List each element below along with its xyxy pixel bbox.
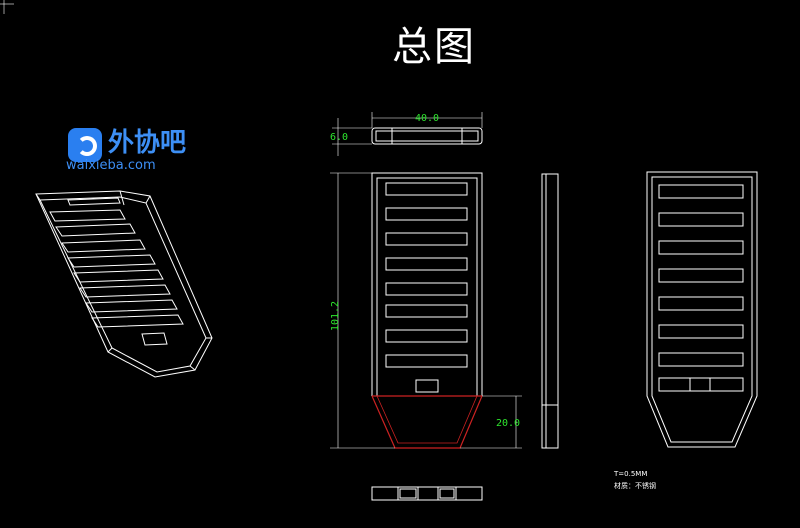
logo-icon (68, 128, 102, 162)
dimension-lines (330, 112, 522, 449)
logo-url: waixieba.com (66, 158, 156, 173)
corner-marker (0, 0, 14, 14)
note-thickness: T=0.5MM (613, 470, 647, 478)
back-view (646, 171, 758, 448)
top-view (371, 127, 483, 145)
bottom-view (371, 486, 483, 501)
dim-height: 101.2 (330, 301, 341, 331)
side-view (541, 173, 559, 449)
drawing-title: 总图 (392, 24, 476, 70)
dim-thickness: 6.0 (330, 132, 348, 143)
logo: 外协吧 waixieba.com (66, 124, 216, 174)
logo-text: 外协吧 (108, 128, 187, 158)
dim-taper: 20.0 (496, 418, 520, 429)
dim-width: 40.0 (415, 113, 439, 124)
front-view (371, 172, 483, 449)
note-material: 材质：不锈钢 (614, 481, 656, 490)
isometric-view (35, 190, 213, 378)
